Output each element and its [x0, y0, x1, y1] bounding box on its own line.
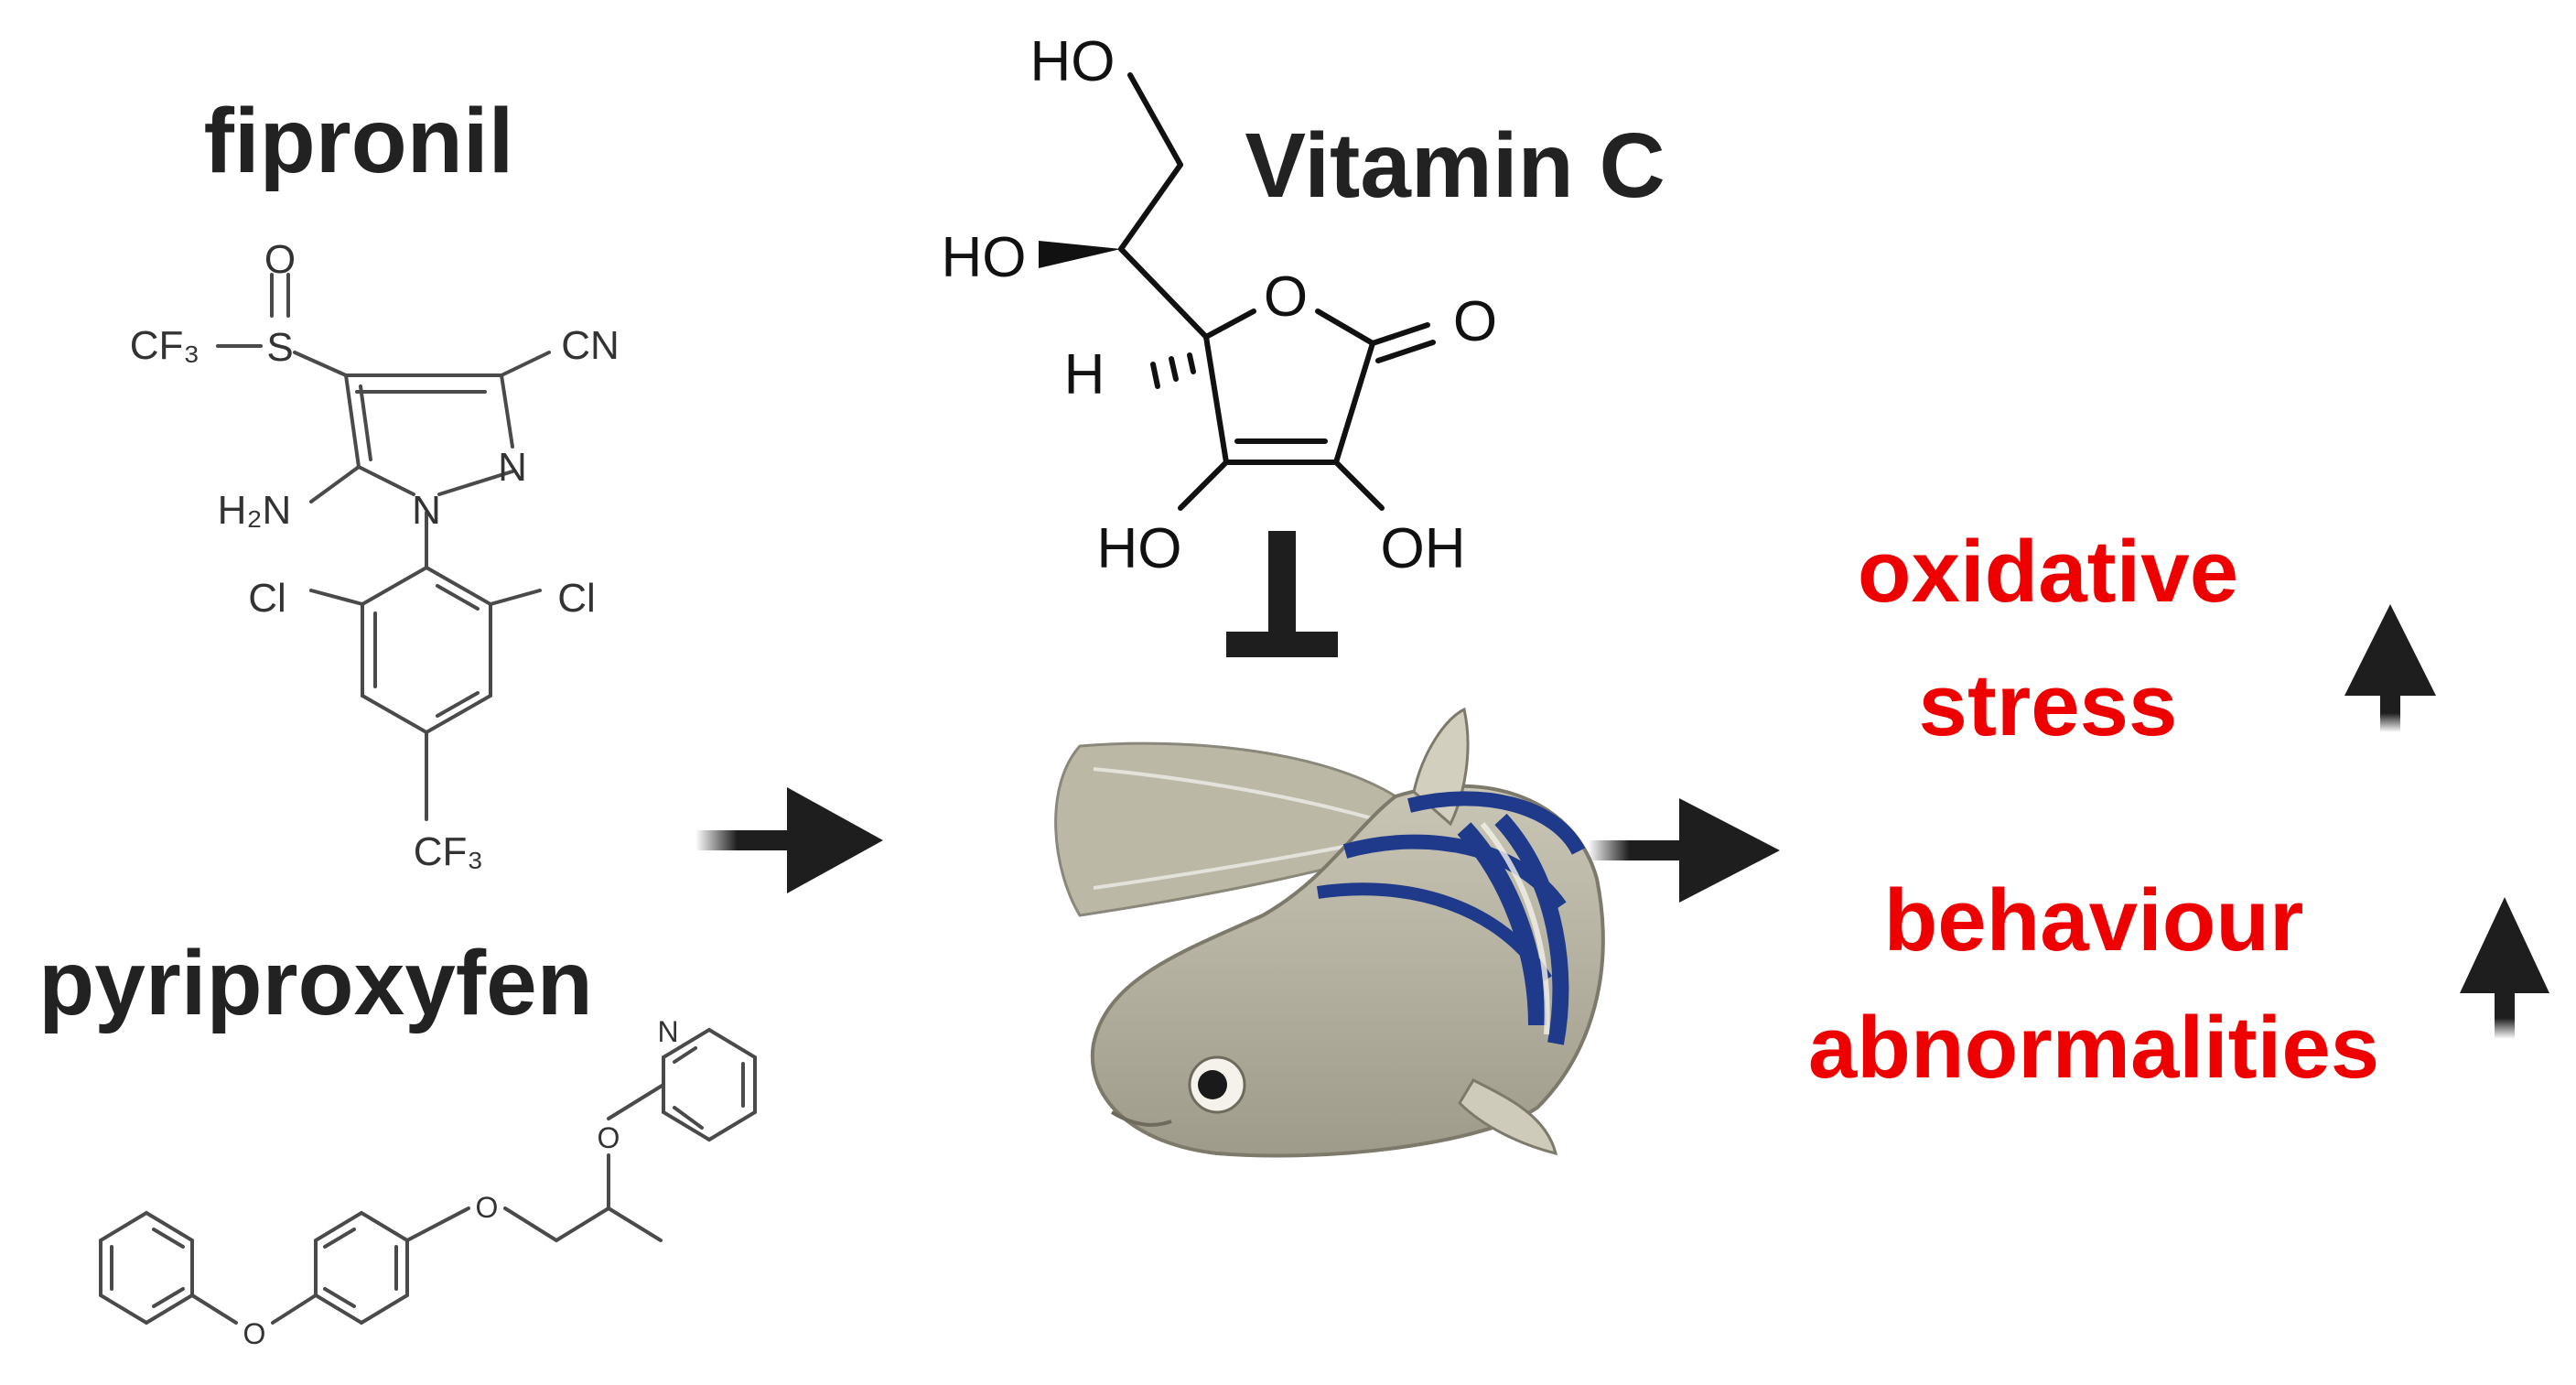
- vitamin-c-title: Vitamin C: [1245, 114, 1665, 217]
- fipronil-structure: O CF₃ S CN H₂N N N Cl Cl CF₃: [130, 237, 620, 874]
- pyriproxyfen-atom-o-middle: O: [476, 1191, 499, 1224]
- effect-oxidative-stress: oxidative stress: [1858, 523, 2436, 754]
- fipronil-atom-n-pyrazole: N: [498, 445, 527, 490]
- effect-abnormalities-label: abnormalities: [1808, 999, 2379, 1097]
- pyriproxyfen-atom-o-lower: O: [243, 1317, 266, 1350]
- vitamin-c-atom-ho-left: HO: [1097, 517, 1182, 580]
- vitamin-c-atom-o-ring: O: [1264, 265, 1308, 329]
- pyriproxyfen-structure: N O O O: [99, 1015, 757, 1350]
- vitamin-c-atom-h: H: [1064, 343, 1105, 406]
- pyriproxyfen-atom-n: N: [657, 1015, 678, 1048]
- fipronil-atom-cf3-bottom: CF₃: [414, 829, 484, 874]
- hash-bond-icon: [1150, 352, 1196, 389]
- pyriproxyfen-group: pyriproxyfen: [38, 932, 757, 1350]
- effect-behaviour-label: behaviour: [1884, 871, 2304, 969]
- effect-oxidative-label: oxidative: [1858, 523, 2238, 621]
- fipronil-atom-n-ring: N: [412, 488, 441, 533]
- fipronil-atom-s: S: [266, 325, 293, 370]
- vitamin-c-atom-o-carbonyl: O: [1453, 290, 1497, 353]
- vitamin-c-atom-ho-wedge: HO: [942, 226, 1027, 289]
- up-arrow-icon: [2344, 604, 2436, 732]
- vitamin-c-atom-oh-right: OH: [1381, 517, 1466, 580]
- vitamin-c-atom-ho-top: HO: [1030, 30, 1116, 93]
- vitamin-c-structure: HO HO H O O HO OH: [942, 30, 1498, 580]
- zebrafish-icon: [1054, 707, 1605, 1158]
- wedge-bond-icon: [1039, 241, 1121, 268]
- vitamin-c-group: Vitamin C HO HO H O O: [942, 30, 1665, 657]
- fipronil-title: fipronil: [204, 90, 514, 192]
- fipronil-atom-cn: CN: [561, 323, 620, 368]
- effect-stress-label: stress: [1919, 656, 2178, 754]
- fipronil-atom-cl-right: Cl: [557, 576, 596, 621]
- up-arrow-icon: [2460, 897, 2549, 1039]
- right-arrow-icon: [695, 787, 883, 893]
- fipronil-atom-cl-left: Cl: [248, 576, 286, 621]
- pyriproxyfen-atom-o-upper: O: [598, 1121, 620, 1154]
- effect-behaviour-abnormalities: behaviour abnormalities: [1808, 871, 2549, 1097]
- fipronil-atom-h2n: H₂N: [218, 488, 292, 533]
- inhibition-icon: [1226, 531, 1338, 657]
- fipronil-atom-o: O: [264, 237, 296, 282]
- pyriproxyfen-title: pyriproxyfen: [38, 932, 593, 1034]
- fipronil-group: fipronil: [130, 90, 620, 874]
- right-arrow-icon: [1588, 798, 1780, 903]
- fipronil-atom-cf3-left: CF₃: [130, 323, 200, 368]
